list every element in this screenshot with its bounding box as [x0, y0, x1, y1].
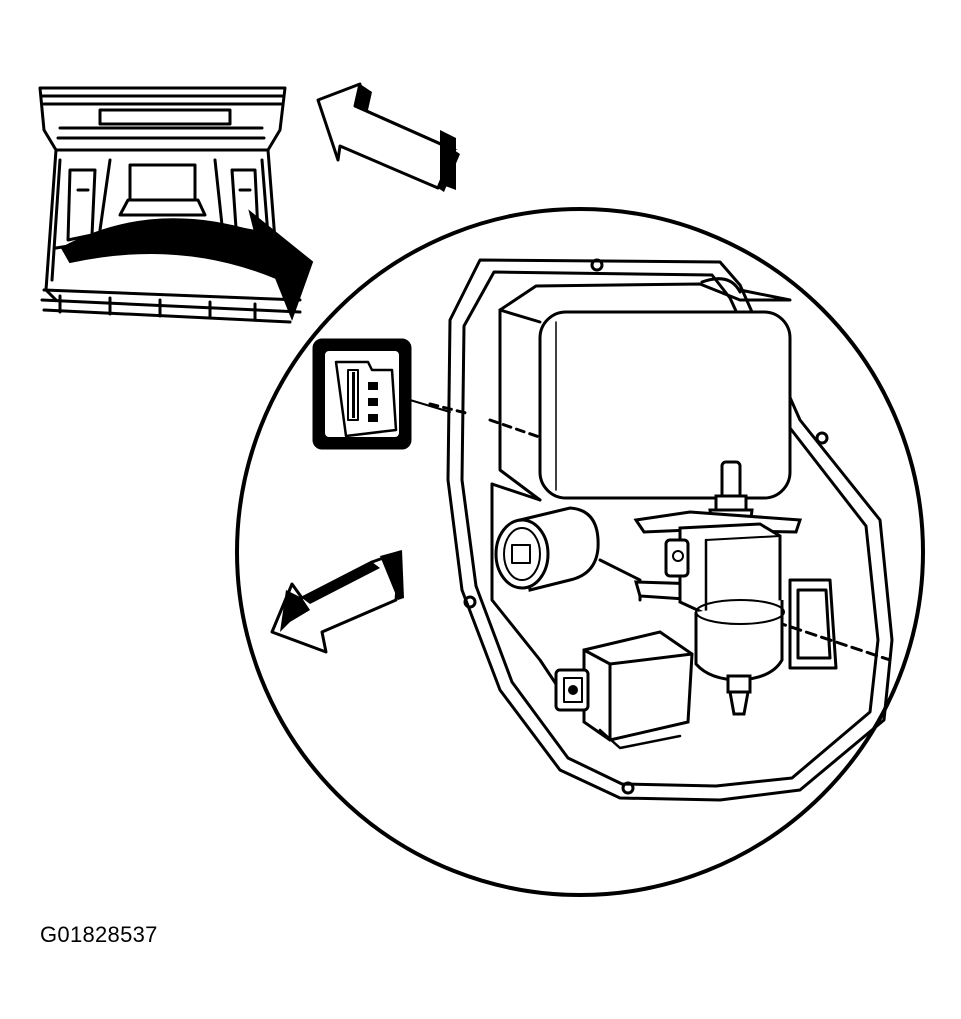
arrow-down-left-icon: [270, 550, 404, 654]
vehicle-rear-cargo-view-icon: [38, 86, 302, 324]
detail-magnifier-circle-icon: [235, 207, 925, 897]
solenoid-valve-icon: [633, 460, 803, 716]
curved-arrow-icon: [60, 209, 314, 321]
figure-id-label: G01828537: [40, 922, 158, 947]
relay-connector-icon: [312, 338, 451, 450]
pump-motor-icon: [498, 277, 792, 502]
relay-module-icon: [554, 630, 694, 750]
cylinder-capacitor-icon: [494, 506, 600, 592]
arrow-up-left-icon: [316, 82, 460, 192]
